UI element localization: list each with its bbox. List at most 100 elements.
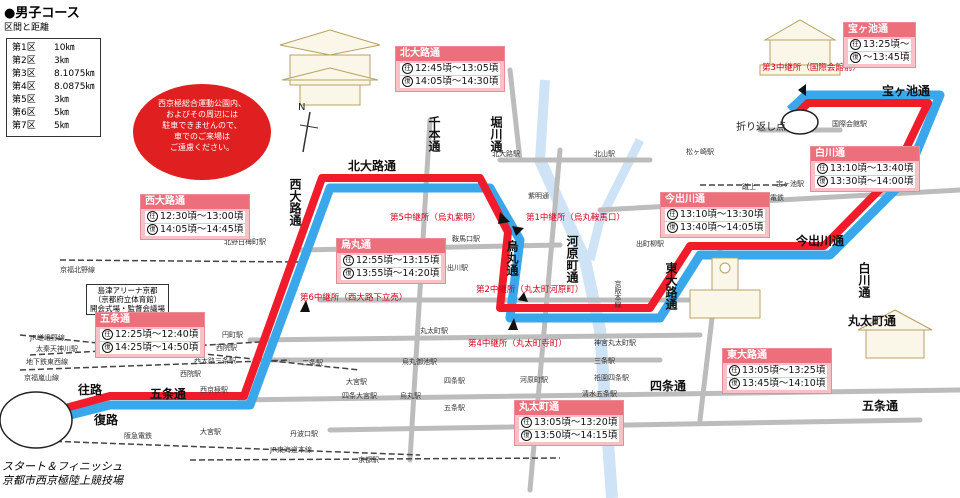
road-marutamachi: 丸太町通 — [847, 313, 896, 328]
road-shijo: 四条通 — [650, 378, 686, 393]
road-takaragaike: 宝ヶ池通 — [882, 83, 930, 98]
turnaround-point — [781, 109, 819, 135]
road-kitaoji: 北大路通 — [348, 158, 396, 173]
station-24: 大宮駅 — [346, 377, 367, 386]
outbound-route — [56, 99, 932, 414]
north-label: N — [298, 102, 305, 113]
station-10: 松ヶ崎駅 — [686, 147, 714, 156]
station-8: 京都駅 — [358, 455, 379, 464]
arena-note: 島津アリーナ京都（京都府立体育館）開会式場・監督会議場 — [86, 284, 169, 315]
stations: 北大路駅 紫明通 鞍馬口駅 今出川駅 丸太町駅 烏丸御池駅 四条駅 五条駅 京都… — [24, 119, 867, 464]
station-39: 大宮駅 — [200, 427, 221, 436]
road-kawaramachi: 河原町通 — [565, 234, 579, 284]
road-higashioji: 東大路通 — [664, 261, 678, 311]
station-38: 宝ヶ池駅 — [776, 179, 804, 188]
station-15: 神宮丸太町駅 — [594, 338, 636, 347]
station-32: 西京極駅 — [200, 385, 228, 394]
station-33: 阪急電鉄 — [124, 431, 152, 440]
station-1: 紫明通 — [528, 191, 549, 200]
station-20: 京福北野線 — [60, 265, 95, 274]
station-27: 地下鉄東西線 — [26, 357, 68, 366]
station-19: 北野白梅町駅 — [224, 237, 266, 246]
station-5: 烏丸御池駅 — [402, 357, 437, 366]
station-3: 今出川駅 — [440, 263, 468, 272]
station-35: JR東海道本線 — [269, 445, 312, 454]
kokusai-kaikan-illustration — [759, 19, 841, 76]
station-11: 国際会館駅 — [832, 119, 867, 128]
station-12: 蹴上 — [742, 182, 756, 191]
kinkakuji-illustration — [279, 29, 381, 106]
station-14: 京阪本線 — [614, 279, 622, 308]
road-gojo-west: 五条通 — [150, 386, 186, 401]
station-21: 円町駅 — [222, 331, 243, 339]
station-17: 祇園四条駅 — [594, 373, 629, 382]
label-outbound: 往路 — [78, 382, 103, 397]
station-40: 河原町駅 — [520, 376, 548, 384]
station-16: 三条駅 — [594, 356, 615, 365]
distance-heading: 区間と距離 — [4, 23, 50, 33]
relay-4: 第4中継所（丸太町寺町） — [468, 338, 567, 349]
station-31: 西院駅 — [180, 369, 201, 378]
road-nishioji: 西大路通 — [288, 178, 302, 227]
page-title: ●男子コース — [4, 6, 80, 21]
ginkakuji-illustration — [857, 309, 933, 359]
station-34: 丹波口駅 — [290, 429, 318, 438]
station-13: 出町柳駅 — [636, 239, 664, 248]
station-30: 四条大宮駅 — [342, 391, 377, 400]
station-0: 北大路駅 — [492, 149, 520, 158]
station-25: 西院駅 — [216, 343, 237, 352]
station-28: 京福嵐山線 — [24, 373, 59, 382]
road-karasuma: 烏丸通 — [505, 239, 519, 277]
station-9: 北山駅 — [594, 149, 615, 158]
road-imadegawa: 今出川通 — [795, 233, 844, 248]
relay-1: 第1中継所（烏丸鞍馬口） — [526, 212, 625, 223]
station-6: 四条駅 — [444, 376, 465, 385]
station-4: 丸太町駅 — [420, 326, 448, 335]
road-gojo-east: 五条通 — [862, 398, 898, 413]
relay-5: 第5中継所（烏丸紫明） — [390, 212, 480, 223]
station-22: 二条駅 — [302, 358, 323, 367]
relay-markers — [300, 84, 806, 330]
label-return: 復路 — [93, 412, 119, 427]
start-finish-label: スタート＆フィニッシュ京都市西京極陸上競技場 — [2, 460, 123, 487]
station-36: 烏丸駅 — [400, 391, 421, 400]
road-senbon: 千本通 — [427, 115, 441, 153]
station-26: 太秦天神川駅 — [36, 344, 78, 353]
relay-2: 第2中継所（丸太町河原町） — [476, 284, 583, 295]
return-route — [56, 90, 945, 423]
station-29: 西大路三条駅 — [194, 356, 236, 365]
relay-3: 第3中継所（国際会館前） — [762, 62, 861, 73]
station-23: JR嵯峨野線 — [29, 333, 65, 342]
road-shirakawa: 白川通 — [857, 261, 871, 299]
turnaround-label: 折り返し点 — [736, 120, 786, 133]
kyoto-univ-tower — [689, 257, 761, 319]
station-18: 清水五条駅 — [582, 389, 617, 398]
takano-river — [585, 137, 645, 262]
station-2: 鞍馬口駅 — [452, 234, 480, 243]
kamo-river-north — [535, 79, 550, 161]
rail-lines — [19, 184, 790, 461]
start-stadium — [0, 391, 73, 449]
road-horikawa: 堀川通 — [489, 115, 503, 153]
station-7: 五条駅 — [444, 403, 465, 412]
relay-6: 第6中継所（西大路下立売） — [300, 292, 407, 303]
north-arrow: N — [298, 102, 319, 153]
